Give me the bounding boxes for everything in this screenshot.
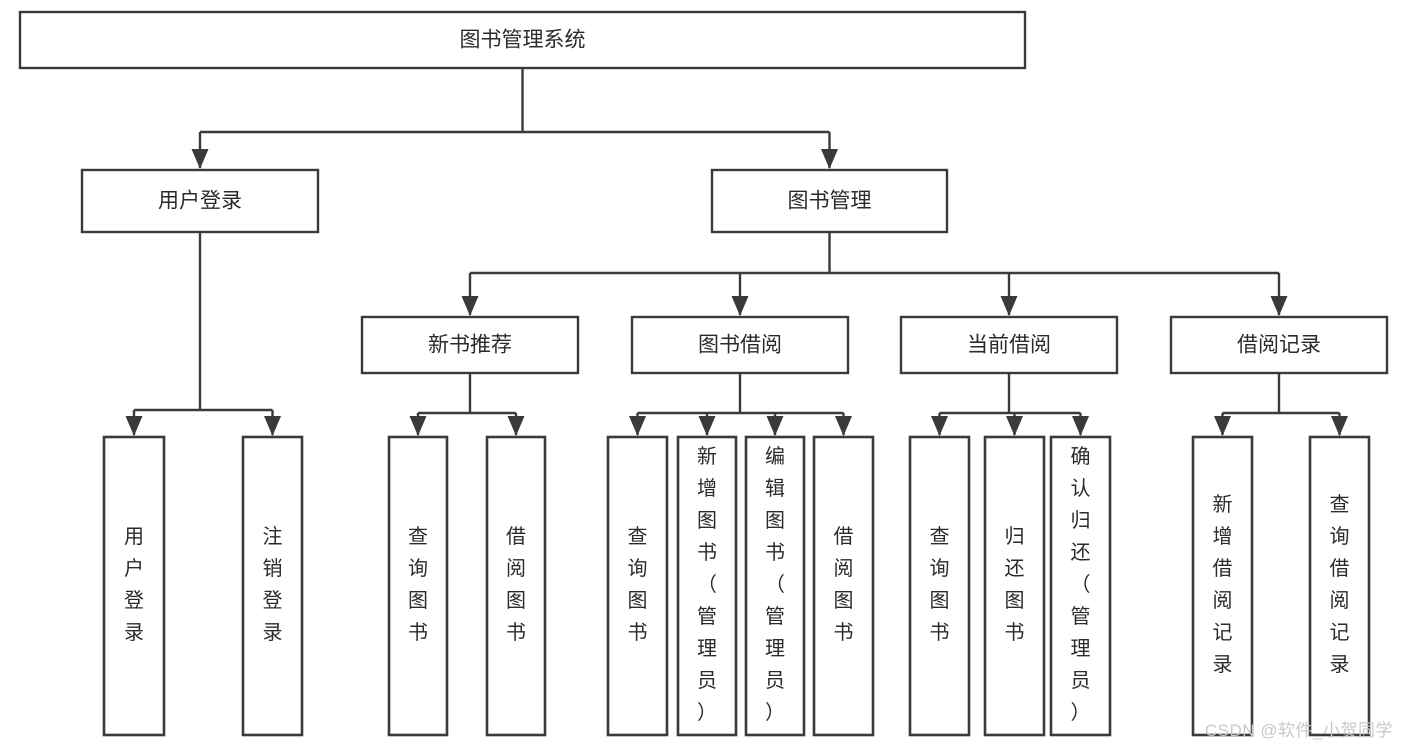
node-label: 查询图书: [408, 525, 428, 644]
node-leaf-10[interactable]: 确认归还（管理员）: [1049, 435, 1112, 737]
node-label: 借阅记录: [1237, 334, 1321, 357]
node-box[interactable]: [485, 435, 547, 737]
node-box[interactable]: [908, 435, 971, 737]
node-label: 图书借阅: [698, 334, 782, 357]
node-label: 注销登录: [263, 525, 283, 644]
node-box[interactable]: [80, 168, 320, 234]
node-box[interactable]: [360, 315, 580, 375]
node-leaf-11[interactable]: 新增借阅记录: [1191, 435, 1254, 737]
node-label: 新增借阅记录: [1213, 493, 1233, 676]
node-leaf-6[interactable]: 编辑图书（管理员）: [744, 435, 806, 737]
node-label: 查询借阅记录: [1330, 493, 1350, 676]
node-box[interactable]: [1191, 435, 1254, 737]
node-box[interactable]: [744, 435, 806, 737]
node-box[interactable]: [1049, 435, 1112, 737]
node-box[interactable]: [18, 10, 1027, 70]
node-box[interactable]: [102, 435, 166, 737]
node-box[interactable]: [983, 435, 1046, 737]
node-label: 查询图书: [930, 525, 950, 644]
node-box[interactable]: [812, 435, 875, 737]
node-box[interactable]: [676, 435, 738, 737]
node-leaf-0[interactable]: 用户登录: [102, 435, 166, 737]
node-level3-1[interactable]: 图书借阅: [630, 315, 850, 375]
node-box[interactable]: [387, 435, 449, 737]
node-label: 新增图书（管理员）: [697, 445, 717, 724]
node-box[interactable]: [899, 315, 1119, 375]
node-box[interactable]: [606, 435, 669, 737]
node-label: 用户登录: [158, 190, 242, 213]
watermark-text: CSDN @软件_小贺同学: [1204, 721, 1393, 740]
node-leaf-9[interactable]: 归还图书: [983, 435, 1046, 737]
node-level3-3[interactable]: 借阅记录: [1169, 315, 1389, 375]
node-level2-1[interactable]: 图书管理: [710, 168, 949, 234]
node-leaf-4[interactable]: 查询图书: [606, 435, 669, 737]
node-box[interactable]: [241, 435, 304, 737]
node-label: 用户登录: [124, 526, 144, 644]
node-leaf-3[interactable]: 借阅图书: [485, 435, 547, 737]
node-leaf-8[interactable]: 查询图书: [908, 435, 971, 737]
node-label: 当前借阅: [967, 334, 1051, 357]
node-level3-0[interactable]: 新书推荐: [360, 315, 580, 375]
node-group: 图书管理系统用户登录图书管理新书推荐图书借阅当前借阅借阅记录用户登录注销登录查询…: [18, 10, 1389, 737]
node-root-system[interactable]: 图书管理系统: [18, 10, 1027, 70]
node-label: 确认归还（管理员）: [1071, 445, 1091, 724]
connector-lines: [125, 68, 1348, 436]
node-box[interactable]: [630, 315, 850, 375]
node-level3-2[interactable]: 当前借阅: [899, 315, 1119, 375]
node-box[interactable]: [1308, 435, 1371, 737]
node-leaf-2[interactable]: 查询图书: [387, 435, 449, 737]
node-label: 图书管理: [788, 190, 872, 213]
node-label: 查询图书: [628, 525, 648, 644]
node-label: 编辑图书（管理员）: [765, 445, 785, 724]
node-leaf-1[interactable]: 注销登录: [241, 435, 304, 737]
node-leaf-7[interactable]: 借阅图书: [812, 435, 875, 737]
node-label: 借阅图书: [834, 525, 854, 644]
node-label: 借阅图书: [506, 525, 526, 644]
node-box[interactable]: [1169, 315, 1389, 375]
node-label: 图书管理系统: [460, 29, 586, 52]
node-leaf-12[interactable]: 查询借阅记录: [1308, 435, 1371, 737]
node-label: 归还图书: [1005, 525, 1025, 644]
node-level2-0[interactable]: 用户登录: [80, 168, 320, 234]
node-box[interactable]: [710, 168, 949, 234]
node-leaf-5[interactable]: 新增图书（管理员）: [676, 435, 738, 737]
node-label: 新书推荐: [428, 334, 512, 357]
